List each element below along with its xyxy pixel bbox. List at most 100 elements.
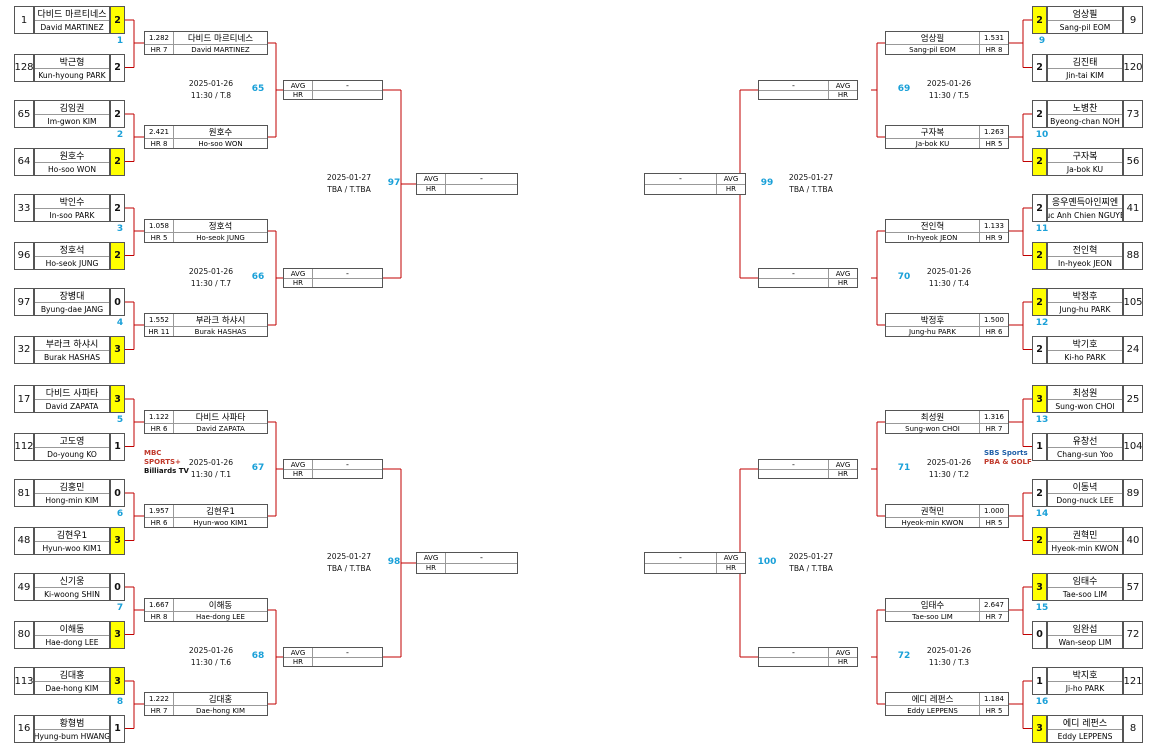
player-name-english: Byeong-chan NOH (1050, 117, 1120, 126)
high-run-label: HR (828, 470, 857, 478)
result-placeholder: - (792, 648, 795, 657)
match-time-table: 11:30 / T.8 (190, 91, 232, 100)
game-number: 10 (1035, 130, 1049, 140)
seed-number: 80 (14, 620, 34, 649)
seed-number: 81 (14, 479, 34, 507)
high-run-label: HR (716, 184, 745, 194)
player-name-english: Jung-hu PARK (908, 327, 957, 336)
player-name-korean: 부라크 하샤시 (35, 337, 109, 351)
game-number: 15 (1035, 603, 1049, 613)
match-score: 2 (1032, 241, 1047, 270)
player-name-english: Sang-pil EOM (909, 45, 956, 54)
match-score: 2 (1032, 194, 1047, 222)
result-placeholder: - (312, 269, 382, 278)
seed-number: 104 (1123, 432, 1143, 461)
player-name-english: Tae-soo LIM (912, 612, 953, 621)
result-row-bottom: HR (759, 90, 857, 99)
average-value: 1.500 (979, 314, 1008, 326)
player-name-korean: 김현우1 (35, 528, 109, 542)
result-row-top: -AVG (645, 174, 745, 184)
result-row-top: AVG- (284, 269, 382, 278)
match-score: 2 (110, 100, 125, 128)
match-time-table: 11:30 / T.6 (190, 658, 232, 667)
player-name-korean: 부라크 하샤시 (173, 314, 267, 326)
player-name-english: Hyung-bum HWANG (35, 731, 109, 741)
match-number: 66 (251, 272, 265, 282)
game-number: 11 (1035, 224, 1049, 234)
average-value: 1.133 (979, 220, 1008, 232)
match-score: 1 (1032, 667, 1047, 695)
result-placeholder: - (445, 174, 517, 184)
player-name-korean: 임완섭 (1048, 622, 1122, 636)
seed-number: 97 (14, 288, 34, 316)
player-name-english: Sung-won CHOI (1055, 402, 1115, 411)
player-name-korean: 원호수 (173, 126, 267, 138)
high-run-value: HR 5 (150, 233, 168, 242)
average-label: AVG (716, 553, 745, 563)
result-row-top: -AVG (645, 553, 745, 563)
match-score: 2 (1032, 479, 1047, 507)
match-date: 2025-01-27 (326, 552, 372, 561)
high-run-value: HR 7 (150, 45, 168, 54)
player-name-english: Dong-nuck LEE (1056, 496, 1114, 505)
average-value: 1.316 (979, 411, 1008, 423)
player-name-english: Chang-sun Yoo (1056, 449, 1114, 459)
result-row-bottom: HR (759, 657, 857, 666)
match-score: 2 (110, 194, 125, 222)
high-run-value: HR 7 (979, 424, 1008, 433)
average-label: AVG (290, 460, 306, 469)
high-run-label: HR (716, 563, 745, 573)
result-row-bottom: Ja-bok KU HR 5 (886, 138, 1008, 148)
player-name-english: Dae-hong KIM (173, 706, 267, 715)
player-name-english: Sung-won CHOI (905, 424, 960, 433)
player-name-english: David ZAPATA (173, 424, 267, 433)
match-date: 2025-01-26 (926, 646, 972, 655)
average-label: AVG (828, 648, 857, 657)
match-time-table: TBA / T.TBA (327, 564, 371, 573)
logo-text-bottom: PBA & GOLF (984, 458, 1032, 466)
player-name-english: Hyun-woo KIM1 (42, 543, 102, 553)
result-row-top: AVG- (284, 81, 382, 90)
game-number: 3 (116, 224, 124, 234)
player-name-cell: 응우옌득아인찌엔Duc Anh Chien NGUYEN (1047, 194, 1123, 222)
match-score: 0 (110, 288, 125, 316)
logo-text-top: MBC SPORTS+ (144, 449, 181, 466)
player-name-korean: 김대홍 (173, 693, 267, 705)
seed-number: 64 (14, 147, 34, 176)
high-run-value: HR 8 (979, 45, 1008, 54)
player-name-english: Eddy LEPPENS (1057, 731, 1113, 741)
player-name-korean: 전인혁 (920, 222, 945, 232)
player-name-english: Ki-woong SHIN (44, 590, 100, 599)
seed-number: 112 (14, 432, 34, 461)
high-run-value: HR 5 (979, 139, 1008, 148)
logo-text-top: SBS Sports (984, 449, 1028, 457)
player-name-english: Jung-hu PARK (1059, 305, 1111, 314)
match-score: 2 (110, 241, 125, 270)
result-placeholder: - (792, 460, 795, 469)
average-label: AVG (828, 81, 857, 90)
player-name-english: Ja-bok KU (915, 139, 950, 148)
player-name-english: Kun-hyoung PARK (38, 70, 106, 80)
result-box-empty: AVG-HR (283, 459, 383, 479)
game-number: 16 (1035, 697, 1049, 707)
average-label: AVG (828, 460, 857, 469)
